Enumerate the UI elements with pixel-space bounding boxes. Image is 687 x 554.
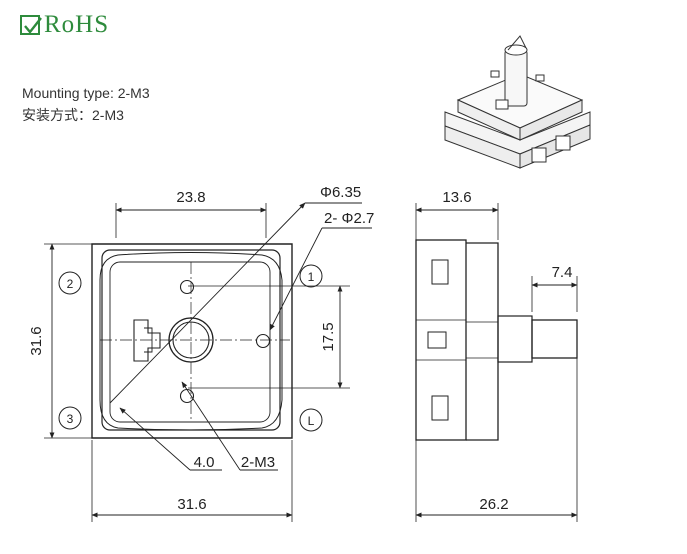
check-icon	[20, 14, 42, 35]
terminal-label-l: L	[308, 414, 315, 428]
front-dim-top: 23.8	[176, 189, 205, 206]
rohs-label: RoHS	[44, 11, 110, 38]
front-view	[44, 202, 372, 522]
front-dim-offset: 4.0	[194, 454, 215, 471]
side-dim-shaft-len: 7.4	[552, 264, 573, 281]
side-dim-bottom: 26.2	[479, 496, 508, 513]
rohs-badge: RoHS	[20, 12, 109, 37]
front-dim-bottom: 31.6	[177, 496, 206, 513]
switch-3d-illustration	[444, 35, 591, 169]
terminal-label-1: 1	[308, 270, 315, 284]
front-dim-left: 31.6	[28, 326, 45, 355]
terminal-label-2: 2	[67, 277, 74, 291]
mounting-info: Mounting type: 2-M3 安装方式：2-M3	[22, 82, 150, 126]
terminal-label-3: 3	[67, 412, 74, 426]
side-view	[415, 203, 578, 522]
front-dim-hole-spacing: 17.5	[320, 322, 337, 351]
front-dim-shaft-dia: Φ6.35	[320, 184, 361, 201]
front-dim-holes: 2- Φ2.7	[324, 210, 374, 227]
side-dim-top: 13.6	[442, 189, 471, 206]
front-dim-mount: 2-M3	[241, 454, 275, 471]
mounting-type-cn: 安装方式：2-M3	[22, 107, 124, 123]
mounting-type-en: Mounting type: 2-M3	[22, 85, 150, 101]
